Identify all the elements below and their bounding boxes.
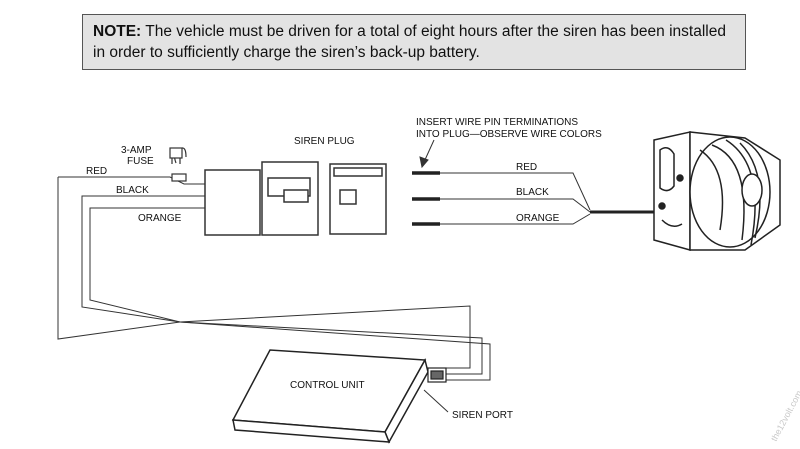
watermark: the12volt.com bbox=[769, 389, 800, 443]
siren-port-connector bbox=[427, 367, 447, 383]
fuse-label-line2: FUSE bbox=[127, 156, 154, 167]
fuse-icon bbox=[169, 147, 187, 182]
siren-icon bbox=[653, 131, 781, 251]
siren-plug-label: SIREN PLUG bbox=[294, 136, 355, 147]
note-text: The vehicle must be driven for a total o… bbox=[93, 23, 726, 61]
wire-pins bbox=[412, 171, 440, 226]
right-wire-label-red: RED bbox=[516, 162, 537, 173]
insert-label-line2: INTO PLUG—OBSERVE WIRE COLORS bbox=[416, 129, 602, 140]
left-wire-label-orange: ORANGE bbox=[138, 213, 182, 224]
wire-black-right bbox=[440, 198, 591, 213]
wire-red-right bbox=[440, 172, 591, 211]
control-unit bbox=[231, 349, 429, 444]
left-wire-label-black: BLACK bbox=[116, 185, 149, 196]
note-label: NOTE: bbox=[93, 23, 142, 40]
siren-port-leader bbox=[423, 389, 449, 413]
left-wire-label-red: RED bbox=[86, 166, 107, 177]
note-box: NOTE: The vehicle must be driven for a t… bbox=[82, 14, 746, 70]
right-wire-label-black: BLACK bbox=[516, 187, 549, 198]
siren-plug-harness bbox=[204, 161, 319, 236]
wire-orange-right bbox=[440, 213, 591, 225]
siren-plug-socket bbox=[329, 163, 387, 235]
siren-port-label: SIREN PORT bbox=[452, 410, 513, 421]
insert-label-line1: INSERT WIRE PIN TERMINATIONS bbox=[416, 117, 578, 128]
insert-arrow-icon bbox=[419, 139, 435, 169]
right-wire-label-orange: ORANGE bbox=[516, 213, 560, 224]
fuse-label-line1: 3-AMP bbox=[121, 145, 152, 156]
control-unit-label: CONTROL UNIT bbox=[290, 380, 365, 391]
wire-red-loop bbox=[57, 177, 471, 369]
